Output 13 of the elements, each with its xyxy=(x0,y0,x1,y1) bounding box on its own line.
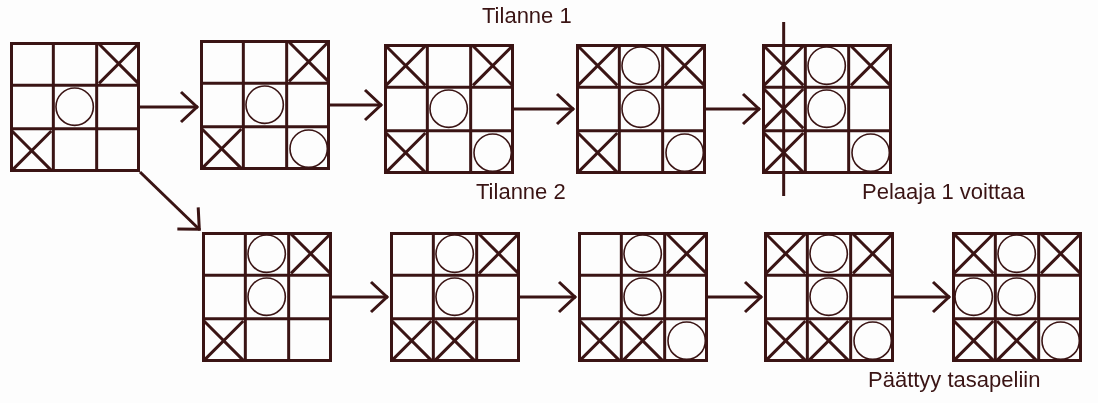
arrow xyxy=(514,92,575,126)
outcome-text: Päättyy tasapeliin xyxy=(868,368,1041,393)
arrow xyxy=(140,90,199,124)
row-heading: Tilanne 2 xyxy=(476,180,566,205)
arrow xyxy=(330,88,383,122)
outcome-text: Pelaaja 1 voittaa xyxy=(862,180,1025,205)
arrow xyxy=(332,280,389,314)
arrow xyxy=(138,170,202,232)
arrow xyxy=(894,280,951,314)
arrow xyxy=(520,280,577,314)
arrow xyxy=(706,92,761,126)
row-heading: Tilanne 1 xyxy=(482,4,572,29)
arrow xyxy=(708,280,763,314)
